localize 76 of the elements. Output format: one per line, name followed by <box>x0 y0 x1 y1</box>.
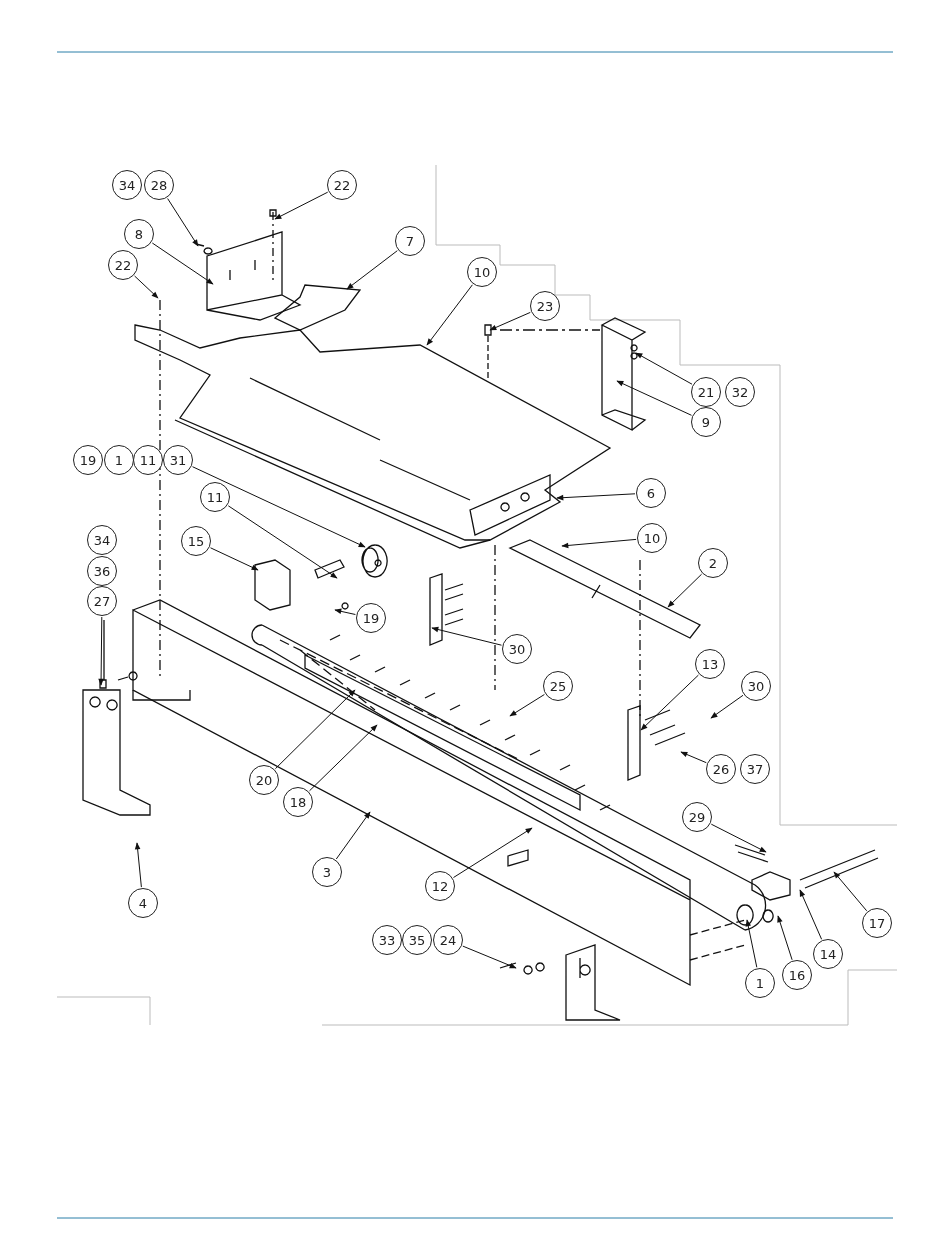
leader-line <box>227 505 338 579</box>
leader-line <box>489 311 531 331</box>
callout-number: 37 <box>740 754 770 784</box>
callout-number: 18 <box>283 787 313 817</box>
callout-number: 24 <box>433 925 463 955</box>
leader-line <box>640 674 699 731</box>
leader-line <box>561 538 637 549</box>
leader-line <box>210 547 259 571</box>
leader-line <box>309 724 378 792</box>
callout-number: 3 <box>312 857 342 887</box>
leader-line <box>680 751 707 764</box>
leader-line <box>134 275 159 299</box>
leader-line <box>509 694 545 717</box>
callout-number: 23 <box>530 291 560 321</box>
callout-number: 12 <box>425 871 455 901</box>
callout-number: 32 <box>725 377 755 407</box>
callout-number: 34 <box>87 525 117 555</box>
leader-line <box>710 694 744 719</box>
leader-line <box>667 573 703 608</box>
callout-number: 20 <box>249 765 279 795</box>
leader-line <box>274 689 356 770</box>
leader-line <box>98 616 104 686</box>
leader-line <box>346 250 398 290</box>
callout-number: 17 <box>862 908 892 938</box>
callout-number: 19 <box>356 603 386 633</box>
leader-line <box>426 284 473 346</box>
callout-number: 4 <box>128 888 158 918</box>
callout-number: 30 <box>741 671 771 701</box>
callout-number: 14 <box>813 939 843 969</box>
callout-number: 22 <box>108 250 138 280</box>
leader-line <box>616 380 692 416</box>
callout-number: 7 <box>395 226 425 256</box>
callout-number: 10 <box>637 523 667 553</box>
callout-number: 22 <box>327 170 357 200</box>
callout-number: 34 <box>112 170 142 200</box>
leader-line <box>453 827 533 878</box>
callout-number: 15 <box>181 526 211 556</box>
callout-number: 30 <box>502 634 532 664</box>
callout-number: 9 <box>691 407 721 437</box>
callout-number: 1 <box>104 445 134 475</box>
leader-line <box>635 352 693 385</box>
callout-number: 21 <box>691 377 721 407</box>
callout-number: 29 <box>682 802 712 832</box>
leader-line <box>431 626 502 646</box>
leader-line <box>134 842 142 888</box>
callout-number: 35 <box>402 925 432 955</box>
callout-number: 26 <box>706 754 736 784</box>
callout-number: 25 <box>543 671 573 701</box>
callout-number: 28 <box>144 170 174 200</box>
leader-line <box>151 242 214 285</box>
leader-line <box>462 945 517 969</box>
leader-line <box>777 915 793 961</box>
callout-number: 36 <box>87 556 117 586</box>
leader-line <box>556 493 636 501</box>
callout-number: 31 <box>163 445 193 475</box>
leader-line <box>799 889 823 940</box>
callout-number: 1 <box>745 968 775 998</box>
leader-line <box>274 191 329 220</box>
callout-number: 33 <box>372 925 402 955</box>
leader-line <box>710 823 767 853</box>
callout-number: 27 <box>87 586 117 616</box>
callout-number: 6 <box>636 478 666 508</box>
leader-line <box>167 198 199 247</box>
leader-line <box>335 811 371 860</box>
leader-line <box>192 466 366 548</box>
callout-number: 8 <box>124 219 154 249</box>
callout-number: 2 <box>698 548 728 578</box>
callout-number: 11 <box>133 445 163 475</box>
callout-number: 11 <box>200 482 230 512</box>
leader-line <box>334 608 356 615</box>
leader-line <box>833 871 868 912</box>
callout-number: 19 <box>73 445 103 475</box>
callout-number: 16 <box>782 960 812 990</box>
callout-number: 13 <box>695 649 725 679</box>
callout-number: 10 <box>467 257 497 287</box>
leader-line <box>745 919 758 968</box>
